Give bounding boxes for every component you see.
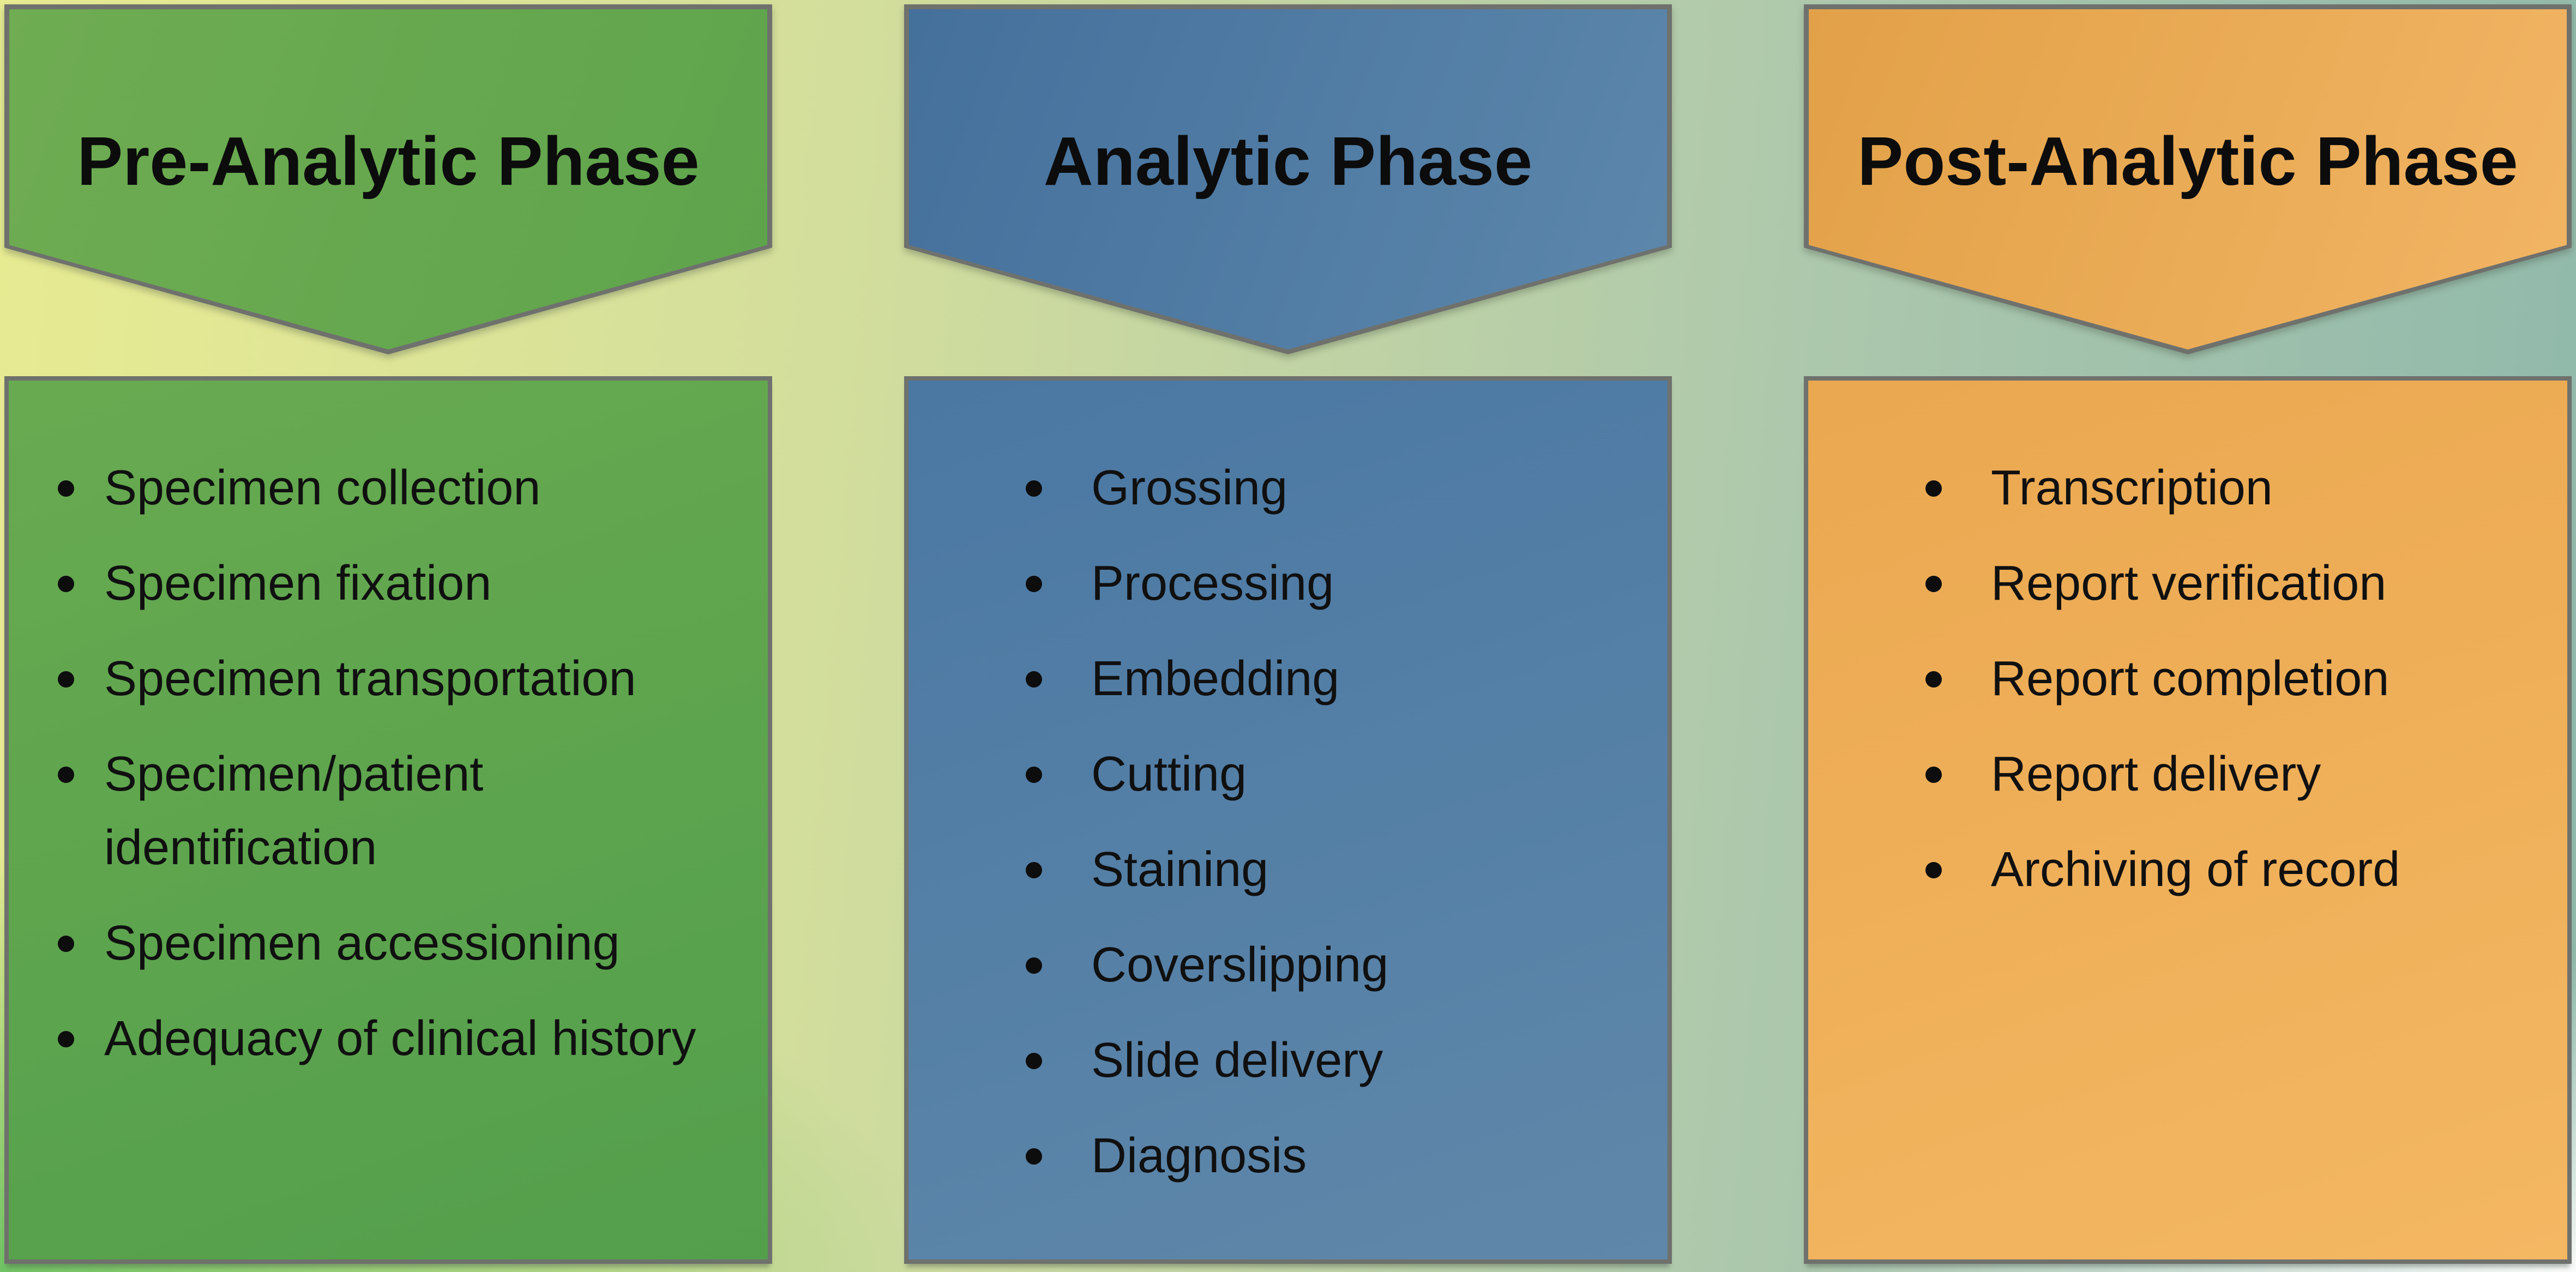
list-item-label: Coverslipping bbox=[1091, 938, 1389, 992]
list-item: Diagnosis bbox=[1026, 1119, 1651, 1193]
phase-header-banner: Analytic Phase bbox=[904, 4, 1672, 354]
list-item: Coverslipping bbox=[1026, 929, 1651, 1002]
list-item-label: Diagnosis bbox=[1091, 1129, 1307, 1183]
list-item: Grossing bbox=[1026, 451, 1651, 525]
bullet-icon bbox=[1026, 576, 1042, 592]
list-item-label: Specimen/patient identification bbox=[104, 747, 484, 875]
list-item: Specimen collection bbox=[58, 451, 751, 525]
list-item-label: Report verification bbox=[1991, 556, 2387, 611]
bullet-icon bbox=[1026, 767, 1042, 783]
phase-items-box: Transcription Report verification Report… bbox=[1804, 376, 2572, 1264]
list-item-label: Staining bbox=[1091, 842, 1269, 897]
list-item: Specimen fixation bbox=[58, 547, 751, 620]
phase-items-list: Grossing Processing Embedding Cutting St… bbox=[908, 381, 1668, 1193]
phase-column-analytic: Analytic Phase Grossing Processing Embed… bbox=[904, 4, 1672, 1264]
list-item: Specimen/patient identification bbox=[58, 738, 751, 885]
bullet-icon bbox=[58, 767, 74, 783]
bullet-icon bbox=[1026, 862, 1042, 878]
list-item-label: Specimen accessioning bbox=[104, 916, 620, 970]
list-item-label: Adequacy of clinical history bbox=[104, 1011, 696, 1066]
phase-items-box: Grossing Processing Embedding Cutting St… bbox=[904, 376, 1672, 1264]
bullet-icon bbox=[1026, 480, 1042, 497]
phase-items-box: Specimen collection Specimen fixation Sp… bbox=[4, 376, 772, 1264]
bullet-icon bbox=[1026, 671, 1042, 688]
list-item-label: Embedding bbox=[1091, 652, 1340, 706]
list-item-label: Grossing bbox=[1091, 461, 1288, 515]
bullet-icon bbox=[58, 671, 74, 688]
list-item: Adequacy of clinical history bbox=[58, 1002, 751, 1076]
list-item: Processing bbox=[1026, 547, 1651, 620]
list-item-label: Specimen fixation bbox=[104, 556, 492, 611]
phase-column-pre-analytic: Pre-Analytic Phase Specimen collection S… bbox=[4, 4, 772, 1264]
bullet-icon bbox=[1925, 576, 1942, 592]
phase-title: Analytic Phase bbox=[1043, 123, 1533, 200]
bullet-icon bbox=[1925, 862, 1942, 878]
bullet-icon bbox=[1925, 480, 1942, 497]
list-item: Transcription bbox=[1925, 451, 2551, 525]
phase-title: Pre-Analytic Phase bbox=[77, 123, 700, 200]
bullet-icon bbox=[1026, 957, 1042, 974]
bullet-icon bbox=[58, 480, 74, 497]
bullet-icon bbox=[58, 576, 74, 592]
list-item: Report delivery bbox=[1925, 738, 2551, 811]
bullet-icon bbox=[1026, 1148, 1042, 1165]
list-item-label: Report delivery bbox=[1991, 747, 2321, 801]
list-item: Report verification bbox=[1925, 547, 2551, 620]
phase-column-post-analytic: Post-Analytic Phase Transcription Report… bbox=[1804, 4, 2572, 1264]
list-item-label: Cutting bbox=[1091, 747, 1247, 801]
list-item-label: Archiving of record bbox=[1991, 842, 2400, 897]
bullet-icon bbox=[58, 1031, 74, 1047]
bullet-icon bbox=[1026, 1053, 1042, 1069]
list-item: Cutting bbox=[1026, 738, 1651, 811]
list-item-label: Report completion bbox=[1991, 652, 2390, 706]
bullet-icon bbox=[58, 936, 74, 952]
phase-header-banner: Pre-Analytic Phase bbox=[4, 4, 772, 354]
list-item: Archiving of record bbox=[1925, 833, 2551, 907]
list-item-label: Specimen collection bbox=[104, 461, 541, 515]
list-item: Slide delivery bbox=[1026, 1024, 1651, 1098]
bullet-icon bbox=[1925, 767, 1942, 783]
list-item: Specimen transportation bbox=[58, 642, 751, 716]
list-item-label: Transcription bbox=[1991, 461, 2273, 515]
phase-items-list: Specimen collection Specimen fixation Sp… bbox=[9, 381, 768, 1076]
bullet-icon bbox=[1925, 671, 1942, 688]
list-item: Embedding bbox=[1026, 642, 1651, 716]
phase-header-banner: Post-Analytic Phase bbox=[1804, 4, 2572, 354]
list-item: Staining bbox=[1026, 833, 1651, 907]
list-item-label: Slide delivery bbox=[1091, 1033, 1383, 1088]
list-item-label: Processing bbox=[1091, 556, 1334, 611]
list-item: Specimen accessioning bbox=[58, 907, 751, 980]
list-item-label: Specimen transportation bbox=[104, 652, 636, 706]
phase-items-list: Transcription Report verification Report… bbox=[1808, 381, 2567, 907]
list-item: Report completion bbox=[1925, 642, 2551, 716]
phase-title: Post-Analytic Phase bbox=[1857, 123, 2518, 200]
